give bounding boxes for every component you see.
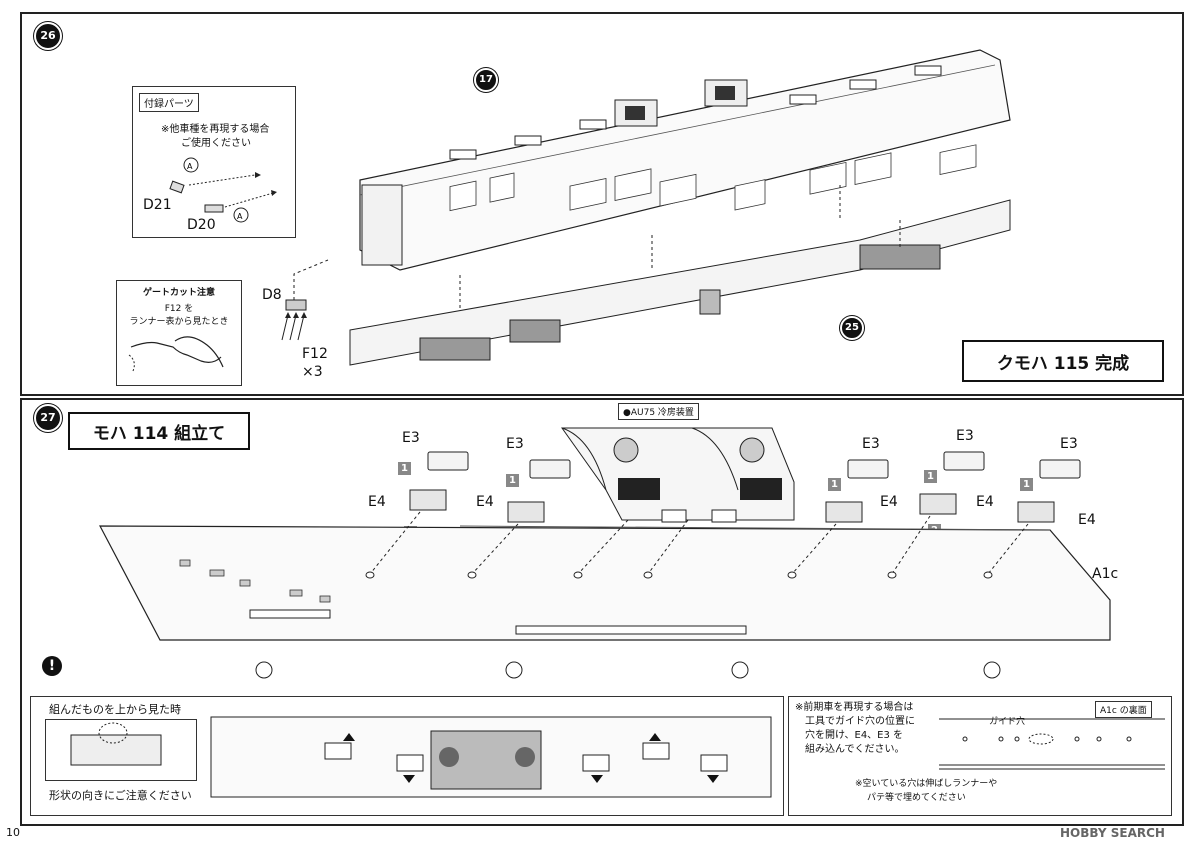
extras-parts-drawing: A A — [169, 157, 277, 223]
early-note-line1: ※前期車を再現する場合は — [795, 702, 914, 713]
e3-label-4: E3 — [956, 428, 974, 444]
e3-label-5: E3 — [1060, 436, 1078, 452]
extras-parts-box: 付録パーツ ※他車種を再現する場合 ご使用ください A A D21 D20 — [132, 86, 296, 238]
substep-1-c: 1 — [828, 478, 841, 491]
gate-cut-runner-drawing — [128, 336, 224, 372]
substep-1-a: 1 — [398, 462, 411, 475]
a1c-back-tag: A1c の裏面 — [1095, 701, 1152, 718]
callout-25: 25 — [840, 316, 864, 340]
a1c-label: A1c — [1092, 566, 1119, 582]
gate-cut-line2: ランナー表から見たとき — [129, 317, 229, 327]
callout-17: 17 — [474, 68, 498, 92]
gate-cut-box: ゲートカット注意 F12 を ランナー表から見たとき — [116, 280, 242, 386]
f12-parts-drawing — [281, 259, 329, 341]
extras-note-line1: ※他車種を再現する場合 — [161, 124, 270, 135]
step-26-badge: 26 — [34, 22, 62, 50]
step-27-badge: 27 — [34, 404, 62, 432]
early-note-line3: 穴を開け、E4、E3 を — [805, 730, 904, 741]
e4-label-5: E4 — [1078, 512, 1096, 528]
part-d21-label: D21 — [143, 197, 172, 213]
part-d20-label: D20 — [187, 217, 216, 233]
extras-note-line2: ご使用ください — [181, 138, 251, 149]
au75-label: ●AU75 冷房装置 — [618, 403, 699, 420]
top-view-caption: 形状の向きにご注意ください — [49, 789, 192, 802]
substep-1-d: 1 — [924, 470, 937, 483]
e3-label-3: E3 — [862, 436, 880, 452]
e4-label-1: E4 — [368, 494, 386, 510]
kumoha-115-car-drawing — [349, 49, 1011, 366]
e4-label-3: E4 — [880, 494, 898, 510]
extras-box-title: 付録パーツ — [139, 93, 199, 112]
e3-label-1: E3 — [402, 430, 420, 446]
a1c-back-drawing — [939, 718, 1165, 770]
au75-ac-unit-drawing — [561, 427, 795, 523]
early-note-line2: 工具でガイド穴の位置に — [805, 716, 915, 727]
substep-1-e: 1 — [1020, 478, 1033, 491]
page-number: 10 — [6, 826, 20, 839]
gate-cut-title: ゲートカット注意 — [142, 288, 215, 298]
gate-cut-line1: F12 を — [164, 304, 194, 314]
moha-114-chassis-drawing — [99, 451, 1111, 679]
e4-label-2: E4 — [476, 494, 494, 510]
early-note-line4: 組み込んでください。 — [805, 744, 905, 755]
watermark: HOBBY SEARCH — [1060, 826, 1165, 840]
svg-text:A: A — [237, 212, 243, 221]
fill-note-line1: ※空いている穴は伸ばしランナーや — [855, 779, 998, 789]
part-f12-qty: ×3 — [302, 364, 323, 380]
part-d8-label: D8 — [262, 287, 282, 303]
moha-114-title: モハ 114 組立て — [68, 412, 250, 450]
substep-1-b: 1 — [506, 474, 519, 487]
part-f12-label: F12 — [302, 346, 328, 362]
caution-icon: ! — [42, 656, 62, 676]
fill-note-line2: パテ等で埋めてください — [867, 793, 966, 803]
top-view-title: 組んだものを上から見た時 — [49, 703, 181, 716]
guide-hole-label: ガイド穴 — [989, 717, 1026, 727]
top-view-inset — [45, 719, 197, 781]
top-view-drawing — [70, 716, 772, 798]
svg-text:A: A — [187, 162, 193, 171]
e4-label-4: E4 — [976, 494, 994, 510]
early-type-box: ※前期車を再現する場合は 工具でガイド穴の位置に 穴を開け、E4、E3 を 組み… — [788, 696, 1172, 816]
kumoha-115-complete-label: クモハ 115 完成 — [962, 340, 1164, 382]
e3-label-2: E3 — [506, 436, 524, 452]
top-view-box: 組んだものを上から見た時 形状の向きにご注意ください — [30, 696, 784, 816]
